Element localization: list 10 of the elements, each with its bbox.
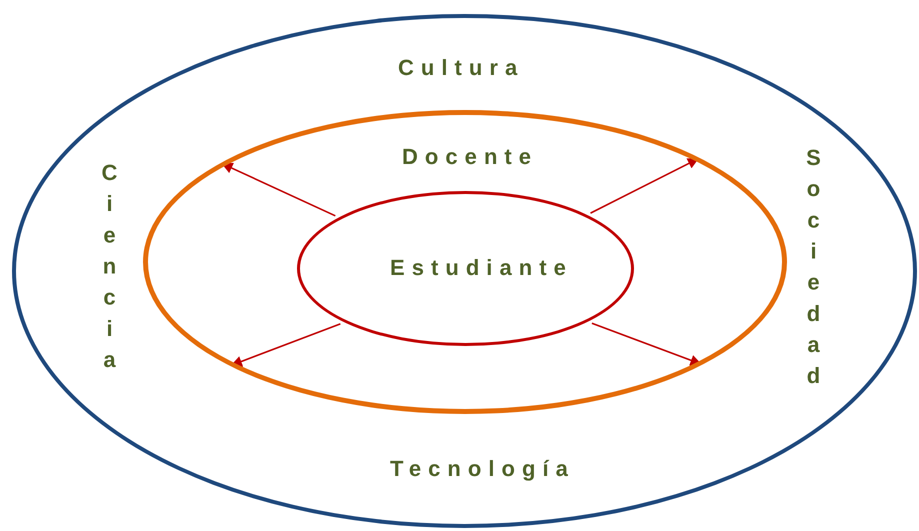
ellipse: [12, 14, 917, 528]
label-text: Docente: [402, 146, 538, 168]
ellipse: [143, 110, 787, 414]
ellipse: [297, 191, 634, 346]
label-text: Tecnología: [390, 458, 575, 480]
label-text: Estudiante: [390, 257, 573, 279]
label-text: Ciencia: [98, 160, 120, 378]
label-text: Cultura: [398, 57, 524, 79]
arrow: [590, 158, 699, 214]
label-text: Sociedad: [802, 145, 824, 394]
